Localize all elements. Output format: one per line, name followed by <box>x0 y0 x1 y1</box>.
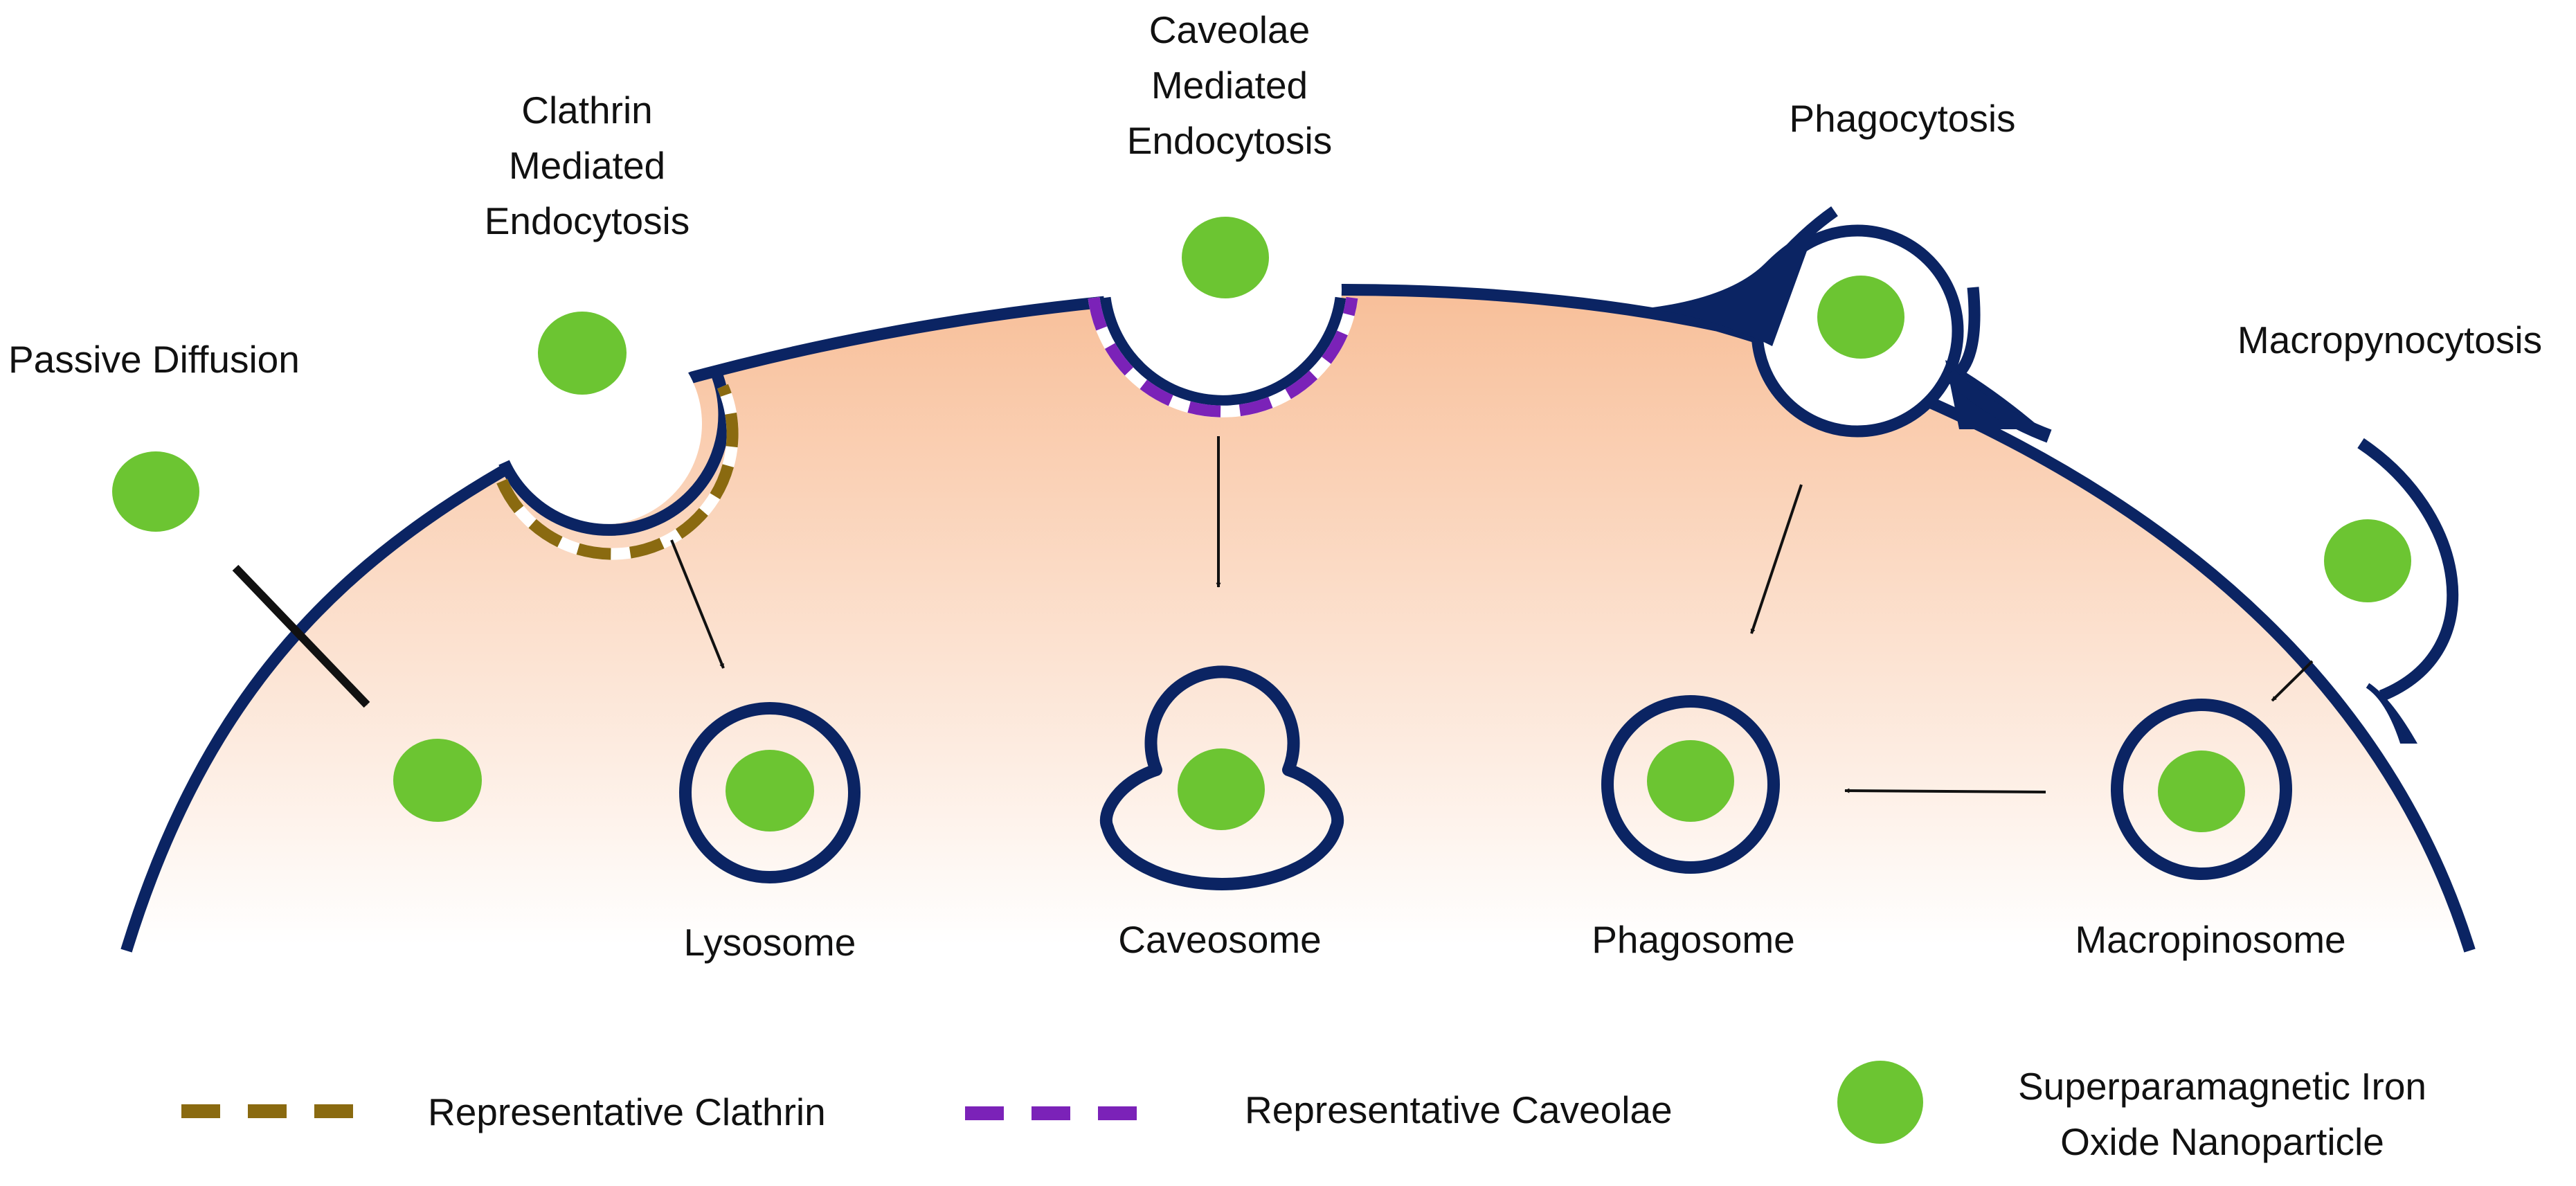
label-caveosome: Caveosome <box>1118 918 1321 961</box>
macropinocytic-ruffle <box>2357 438 2459 701</box>
lysosome-membrane <box>679 702 861 883</box>
phagocytic-arm-right-tail <box>1944 368 2052 443</box>
clathrin-to-lysosome-arrow <box>670 539 725 669</box>
label-clathrin-line2: Mediated <box>509 144 665 187</box>
nanoparticle-icon <box>1817 276 1904 359</box>
nanoparticle-icon <box>2158 751 2245 832</box>
clathrin-pit-membrane <box>498 364 730 536</box>
label-caveolae-line2: Mediated <box>1151 64 1308 107</box>
legend: Representative Clathrin Representative C… <box>181 1061 2426 1163</box>
caveolae-pit-membrane <box>1099 296 1347 407</box>
label-clathrin-line3: Endocytosis <box>485 199 690 242</box>
nanoparticle-icon <box>1647 740 1734 822</box>
label-phagosome: Phagosome <box>1592 918 1795 961</box>
phagocytosis-to-phagosome-arrow <box>1750 484 1803 634</box>
phagocytic-arm-left-tip <box>1764 206 1838 278</box>
macropinosome-membrane <box>2111 699 2292 880</box>
macropinosome-to-phagosome-arrow <box>1844 788 2046 793</box>
nanoparticle-icon <box>538 312 627 395</box>
label-macropinosome: Macropinosome <box>2075 918 2345 961</box>
nanoparticle-icon <box>726 750 814 832</box>
label-lysosome: Lysosome <box>684 921 856 964</box>
label-caveolae-line3: Endocytosis <box>1127 119 1333 162</box>
nanoparticle-icon <box>112 451 199 532</box>
caveolae-coat-dashes <box>1088 296 1358 417</box>
legend-nanoparticle-line2: Oxide Nanoparticle <box>2060 1120 2384 1163</box>
legend-clathrin-label: Representative Clathrin <box>428 1090 826 1133</box>
phagocytic-arm-right <box>1945 360 2042 429</box>
macropinocytic-ruffle-base <box>2366 683 2417 744</box>
caveosome-membrane <box>1099 665 1344 890</box>
ruffle-to-macropinosome-arrow <box>2271 660 2314 702</box>
legend-nanoparticle-icon <box>1837 1061 1923 1144</box>
nanoparticle-icon <box>393 739 482 822</box>
passive-diffusion-arrow <box>232 564 370 708</box>
phagosome-membrane <box>1601 695 1780 874</box>
nanoparticle-icon <box>1178 748 1265 830</box>
label-phagocytosis: Phagocytosis <box>1789 97 2015 140</box>
label-macropinocytosis: Macropynocytosis <box>2237 318 2542 361</box>
label-clathrin-line1: Clathrin <box>521 89 653 132</box>
label-passive-diffusion: Passive Diffusion <box>8 338 300 381</box>
nanoparticle-icon <box>2324 519 2411 602</box>
label-caveolae-line1: Caveolae <box>1149 8 1310 51</box>
nanoparticle-icon <box>1182 217 1269 298</box>
legend-caveolae-label: Representative Caveolae <box>1245 1088 1673 1131</box>
phagocytic-arm-right-tip <box>1949 287 1981 383</box>
legend-nanoparticle-line1: Superparamagnetic Iron <box>2018 1065 2426 1108</box>
clathrin-coat-dashes <box>496 384 739 560</box>
